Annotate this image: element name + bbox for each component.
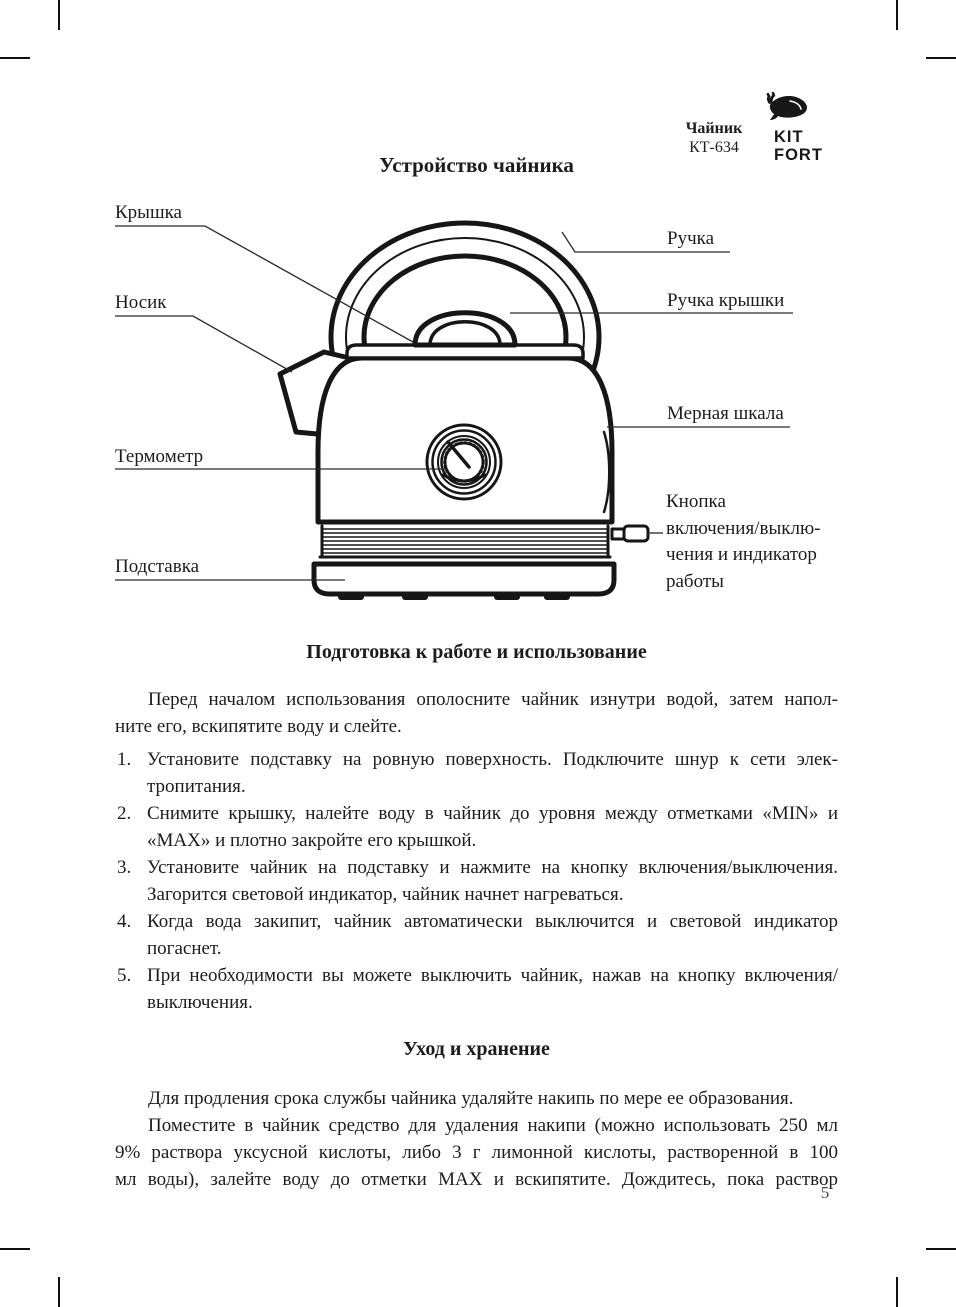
crop-mark-bottom-right-v (896, 1277, 898, 1307)
prep-intro-line: ните его, вскипятите воду и слейте. (115, 716, 402, 737)
step-item-2: 2. Снимите крышку, налейте воду в чайник… (115, 800, 838, 854)
brand-line1: KIT (774, 128, 804, 146)
step-number: 4. (117, 911, 132, 932)
callout-spout (115, 315, 293, 373)
kitfort-whale-logo-icon (766, 92, 807, 120)
step-item-3: 3. Установите чайник на подставку и нажм… (115, 854, 838, 908)
thermometer-gauge (425, 423, 503, 501)
step-item-5: 5. При необходимости вы можете выключить… (115, 962, 838, 1016)
step-line: Когда вода закипит, чайник автоматически… (147, 911, 838, 932)
care-paragraph-2: Поместите в чайник средство для удаления… (115, 1112, 838, 1193)
brand-logo: KIT FORT (752, 92, 836, 164)
lid-handle-shape (412, 310, 518, 348)
gauge-needle (446, 440, 471, 469)
care-paragraph-1: Для продления срока службы чайника удаля… (115, 1085, 838, 1112)
label-power-button: Кнопка включения/выклю- чения и индикато… (666, 491, 821, 592)
gauge-bottom-arc (441, 473, 487, 483)
kettle-base-shape (311, 561, 617, 600)
care-line: Для продления срока службы чайника удаля… (148, 1088, 794, 1109)
callout-lid (115, 225, 414, 343)
crop-mark-bottom-left-v (58, 1277, 60, 1307)
step-line: «MAX» и плотно закройте его крышкой. (147, 830, 477, 851)
brand-line2: FORT (774, 146, 823, 164)
label-thermometer: Термометр (115, 446, 204, 467)
label-lid-handle: Ручка крышки (667, 290, 785, 311)
step-number: 2. (117, 803, 132, 824)
step-number: 3. (117, 857, 132, 878)
step-line: тропитания. (147, 776, 246, 797)
label-base: Подставка (115, 556, 200, 577)
prep-heading: Подготовка к работе и использование (306, 641, 647, 663)
crop-mark-bottom-right-h (926, 1248, 956, 1250)
power-button-shape (610, 524, 650, 543)
callout-lines (115, 225, 793, 581)
step-line: Снимите крышку, налейте воду в чайник до… (147, 803, 838, 824)
label-handle: Ручка (667, 228, 714, 249)
step-number: 1. (117, 749, 132, 770)
product-model: КТ-634 (689, 139, 739, 156)
product-header: Чайник КТ-634 (678, 119, 750, 157)
crop-mark-top-left-v (58, 0, 60, 30)
label-spout: Носик (115, 292, 167, 313)
step-line: Установите подставку на ровную поверхнос… (147, 749, 838, 770)
crop-mark-bottom-left-h (0, 1248, 30, 1250)
crop-mark-top-right-v (896, 0, 898, 30)
step-item-1: 1. Установите подставку на ровную поверх… (115, 746, 838, 800)
care-line: Поместите в чайник средство для удаления… (148, 1115, 838, 1136)
prep-intro: Перед началом использования ополосните ч… (115, 686, 838, 740)
care-line: 9% раствора уксусной кислоты, либо 3 г л… (115, 1142, 838, 1163)
step-item-4: 4. Когда вода закипит, чайник автоматиче… (115, 908, 838, 962)
care-heading: Уход и хранение (403, 1038, 550, 1060)
step-number: 5. (117, 965, 132, 986)
step-line: выключения. (147, 992, 253, 1013)
diagram-title: Устройство чайника (379, 153, 574, 177)
measuring-scale-window (602, 430, 611, 514)
step-line: При необходимости вы можете выключить ча… (147, 965, 838, 986)
label-lid: Крышка (115, 202, 182, 223)
care-line: мл воды), залейте воду до отметки MAX и … (115, 1169, 838, 1190)
kettle-lid-shape (345, 343, 585, 360)
callout-handle (561, 231, 730, 253)
step-line: погаснет. (147, 938, 222, 959)
crop-mark-top-left-h (0, 57, 30, 59)
step-line: Установите чайник на подставку и нажмите… (147, 857, 838, 878)
crop-mark-top-right-h (926, 57, 956, 59)
label-scale: Мерная шкала (667, 403, 784, 424)
prep-intro-line: Перед началом использования ополосните ч… (148, 689, 838, 710)
step-line: Загорится световой индикатор, чайник нач… (147, 884, 624, 905)
page-number: 5 (820, 1183, 830, 1202)
ridge-band (318, 524, 612, 559)
kettle-diagram (115, 220, 793, 600)
product-name: Чайник (685, 120, 743, 137)
